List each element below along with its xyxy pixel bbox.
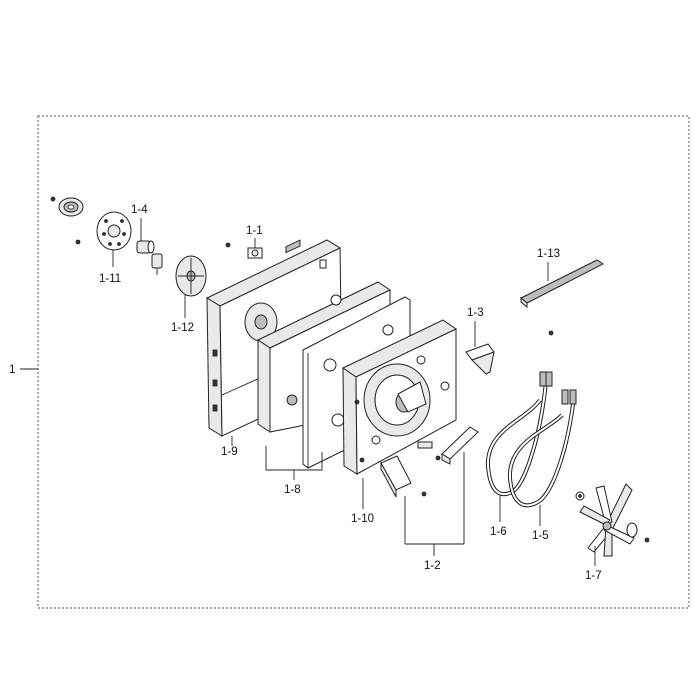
part-1-4-bushing	[136, 240, 155, 254]
bearing-nut-part	[58, 197, 84, 217]
label-1-5: 1-5	[532, 530, 549, 542]
label-1-13: 1-13	[537, 248, 560, 260]
part-1-2-bracket-left	[380, 455, 412, 498]
part-1-13-gasket-bar	[520, 259, 604, 309]
label-1-12: 1-12	[171, 322, 194, 334]
label-1-6: 1-6	[490, 526, 507, 538]
part-1-10-fan-frame	[342, 319, 457, 475]
label-1-3: 1-3	[467, 307, 484, 319]
part-1-6-heater-element	[485, 371, 553, 497]
label-1-2: 1-2	[424, 560, 441, 572]
part-1-7-convection-fan	[575, 483, 650, 557]
part-1-11-mount-plate	[96, 211, 132, 251]
part-1-3-bracket	[465, 343, 495, 375]
part-1-1-sensor	[225, 242, 263, 259]
label-1-7: 1-7	[585, 570, 602, 582]
part-1-12-fan-disc	[175, 255, 207, 297]
screw-icon	[50, 196, 56, 202]
label-1-1: 1-1	[246, 225, 263, 237]
part-1-5-heater-element	[507, 389, 577, 508]
label-1-9: 1-9	[221, 446, 238, 458]
part-1-2-bracket-right	[441, 426, 479, 465]
label-1-8: 1-8	[284, 484, 301, 496]
label-1: 1	[9, 364, 15, 376]
label-1-10: 1-10	[351, 513, 374, 525]
washer-icon	[75, 239, 81, 245]
screw-icon-2	[548, 330, 554, 336]
part-1-2-clip-small	[417, 441, 441, 497]
label-1-4: 1-4	[131, 204, 148, 216]
assembly-boundary	[37, 115, 690, 609]
shaft-coupler-part	[151, 253, 163, 275]
label-1-11: 1-11	[99, 273, 121, 285]
